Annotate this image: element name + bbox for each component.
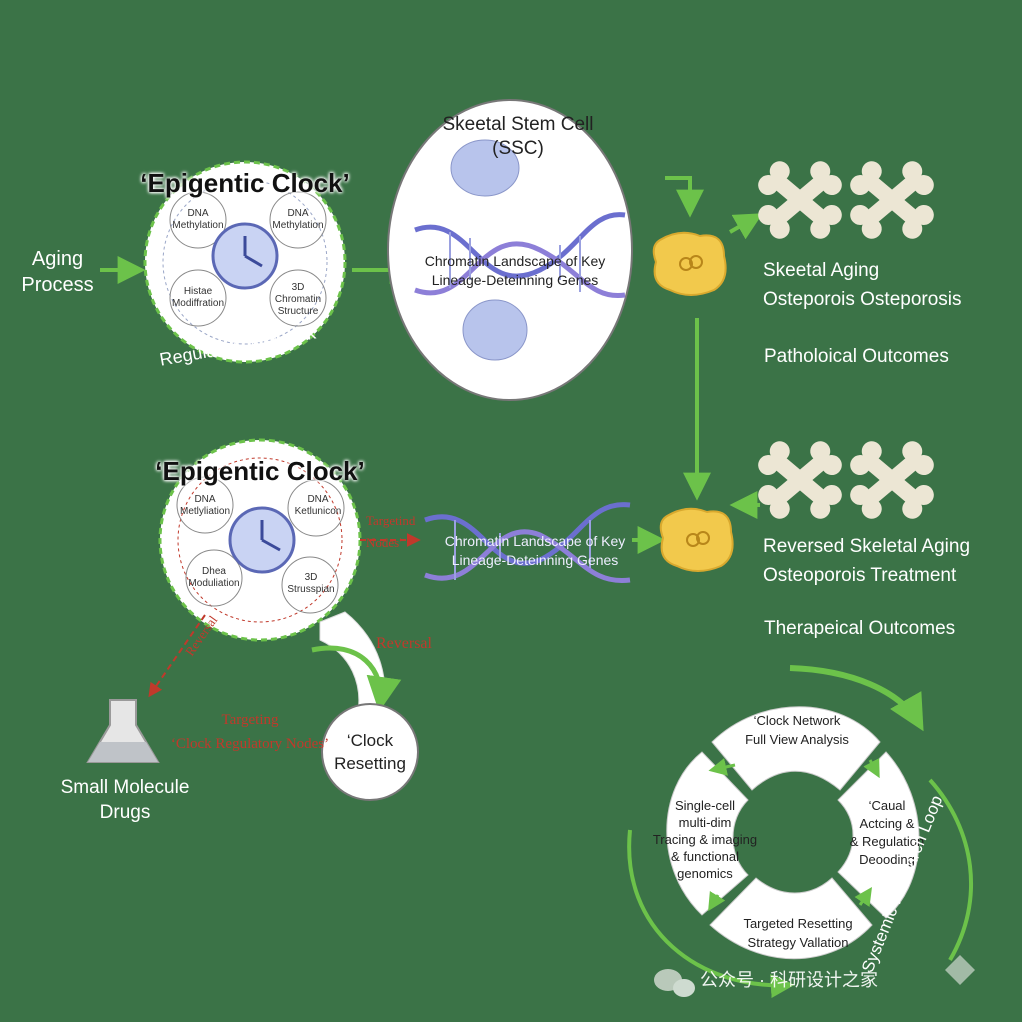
targeting-nodes-label: Targetind Nodes' <box>366 513 416 550</box>
top-chromatin-label: Chromatin Landscape of Key Lineage-Detei… <box>424 253 606 288</box>
top-outcome-sub: Patholoical Outcomes <box>764 346 949 367</box>
top-node-dna-methylation-2: DNA Methylation <box>272 208 324 231</box>
bottom-clock-title: ‘Epigentic Clock’ <box>155 456 365 486</box>
top-node-dna-methylation: DNA Methylation <box>172 208 224 231</box>
loop-step-single-cell: Single-cell multi-dim Tracing & imaging … <box>652 798 758 881</box>
loop-step-full-view: ‘Clock Network Full View Analysis <box>745 713 849 747</box>
bottom-clock-network <box>158 438 362 642</box>
bottom-cell-icon <box>659 507 734 572</box>
targeting-clock-nodes-label: Targeting ‘Clock Regulatory Nodes’ <box>170 712 330 752</box>
arrow-clock-resetting <box>311 645 402 712</box>
bottom-outcome-title: Reversed Skeletal Aging Osteoporois Trea… <box>763 536 971 586</box>
watermark-text: 公众号 · 科研设计之家 <box>700 970 878 990</box>
logo-icon <box>945 955 975 985</box>
bottom-node-histone: Dhea Moduliation <box>188 566 240 589</box>
top-node-chromatin: 3D Chromatin Structure <box>274 282 322 317</box>
top-clock-network <box>143 160 347 364</box>
arrow-cell-to-bones <box>729 213 763 240</box>
wechat-icon <box>654 969 695 997</box>
bottom-dna-helix-icon <box>424 502 631 584</box>
bottom-chromatin-label: Chromatin Landscape of Key Lineage-Detei… <box>444 533 626 568</box>
clock-resetting-node <box>321 703 419 801</box>
bottom-node-3d: 3D Strusspian <box>287 572 335 595</box>
reversal-right-label: Reversal <box>376 635 432 652</box>
bottom-outcome-sub: Therapeical Outcomes <box>764 618 956 639</box>
arrow-reversal-drugs <box>148 614 206 698</box>
flask-icon <box>86 699 160 763</box>
arrow-ssc-to-cell <box>665 176 704 218</box>
top-clock-title: ‘Epigentic Clock’ <box>140 168 350 198</box>
research-loop <box>627 665 974 999</box>
top-cell-icon <box>652 231 727 296</box>
ssc-title: Skeetal Stem Cell (SSC) <box>442 114 594 159</box>
loop-step-validation: Targeted Resetting Strategy Vallation <box>743 916 853 950</box>
ssc-cell <box>387 99 633 401</box>
dna-helix-icon <box>414 212 626 279</box>
reset-curve <box>319 611 386 713</box>
aging-process-label: Aging Process <box>21 248 94 296</box>
loop-step-causal: ‘Caual Actcing & & Regulation Deooding <box>849 798 925 867</box>
top-node-histone: Histae Modiffration <box>171 286 225 309</box>
bottom-node-dna-methylation: DNA Metlyliation <box>179 494 231 517</box>
top-outcome-title: Skeetal Aging Osteporois Osteporosis <box>763 260 962 310</box>
small-molecule-drugs-label: Small Molecule Drugs <box>60 777 190 823</box>
clock-resetting-label: ‘Clock Resetting <box>334 731 406 773</box>
bottom-node-dna-2: DNA Ketlunicon <box>294 494 342 517</box>
